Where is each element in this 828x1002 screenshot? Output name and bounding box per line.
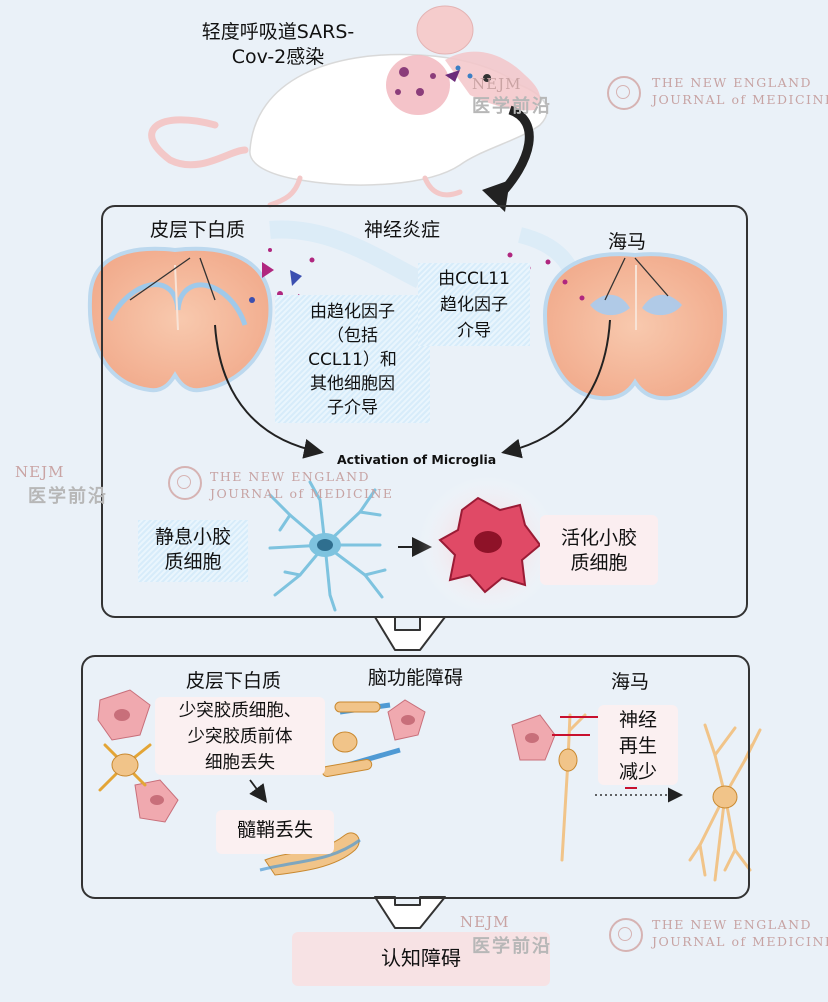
activation-label: Activation of Microglia bbox=[337, 452, 497, 467]
panel2-left-region-label: 皮层下白质 bbox=[186, 670, 282, 692]
watermark-seal-bottom bbox=[609, 918, 643, 952]
left-mechanism-text: 由趋化因子 （包括 CCL11）和 其他细胞因 子介导 bbox=[308, 302, 397, 418]
right-mechanism-box bbox=[418, 263, 530, 346]
panel2-title: 脑功能障碍 bbox=[368, 667, 464, 689]
watermark-seal-mid bbox=[168, 466, 202, 500]
watermark-cn-bottom: 医学前沿 bbox=[472, 936, 552, 957]
watermark-nejm-top: NEJM bbox=[472, 75, 522, 93]
left-mechanism-box bbox=[275, 295, 430, 423]
cognitive-impairment-label: 认知障碍 bbox=[381, 946, 461, 970]
mouse-illustration bbox=[148, 5, 548, 212]
watermark-cn-mid: 医学前沿 bbox=[28, 486, 108, 507]
watermark-journal-bottom: THE NEW ENGLAND JOURNAL of MEDICINE bbox=[652, 917, 828, 949]
neurogenesis-box bbox=[598, 705, 678, 785]
panel1-title: 神经炎症 bbox=[364, 219, 441, 241]
watermark-seal-top bbox=[607, 76, 641, 110]
resting-microglia-box bbox=[138, 520, 248, 582]
myelin-loss-box bbox=[216, 810, 334, 854]
cell-loss-text: 少突胶质细胞、 少突胶质前体 细胞丢失 bbox=[178, 701, 302, 773]
panel1-left-region-label: 皮层下白质 bbox=[150, 219, 246, 241]
cognitive-impairment-box bbox=[292, 932, 550, 986]
panel1-to-panel2-arrow bbox=[374, 616, 446, 651]
activated-microglia-label: 活化小胶 质细胞 bbox=[560, 527, 637, 574]
myelin-loss-label: 髓鞘丢失 bbox=[236, 819, 313, 841]
cell-loss-box bbox=[155, 697, 325, 775]
infection-label: 轻度呼吸道SARS- Cov-2感染 bbox=[201, 21, 355, 68]
panel2-right-region-label: 海马 bbox=[611, 671, 650, 693]
neurogenesis-label: 神经 再生 减少 bbox=[618, 709, 657, 783]
panel1-right-region-label: 海马 bbox=[608, 231, 647, 253]
panel2-to-outcome-arrow bbox=[374, 896, 446, 929]
brain-dysfunction-panel bbox=[81, 655, 750, 899]
right-mechanism-text: 由CCL11 趋化因子 介导 bbox=[438, 269, 510, 341]
panel1-graphics bbox=[87, 220, 728, 615]
watermark-journal-mid: THE NEW ENGLAND JOURNAL of MEDICINE bbox=[210, 469, 394, 501]
watermark-nejm-bottom: NEJM bbox=[460, 913, 510, 931]
watermark-journal-top: THE NEW ENGLAND JOURNAL of MEDICINE bbox=[652, 75, 828, 107]
resting-microglia-label: 静息小胶 质细胞 bbox=[154, 526, 231, 573]
watermark-cn-top: 医学前沿 bbox=[472, 96, 552, 117]
watermark-nejm-mid: NEJM bbox=[15, 463, 65, 481]
activated-microglia-box bbox=[540, 515, 658, 585]
neuroinflammation-panel bbox=[101, 205, 748, 618]
